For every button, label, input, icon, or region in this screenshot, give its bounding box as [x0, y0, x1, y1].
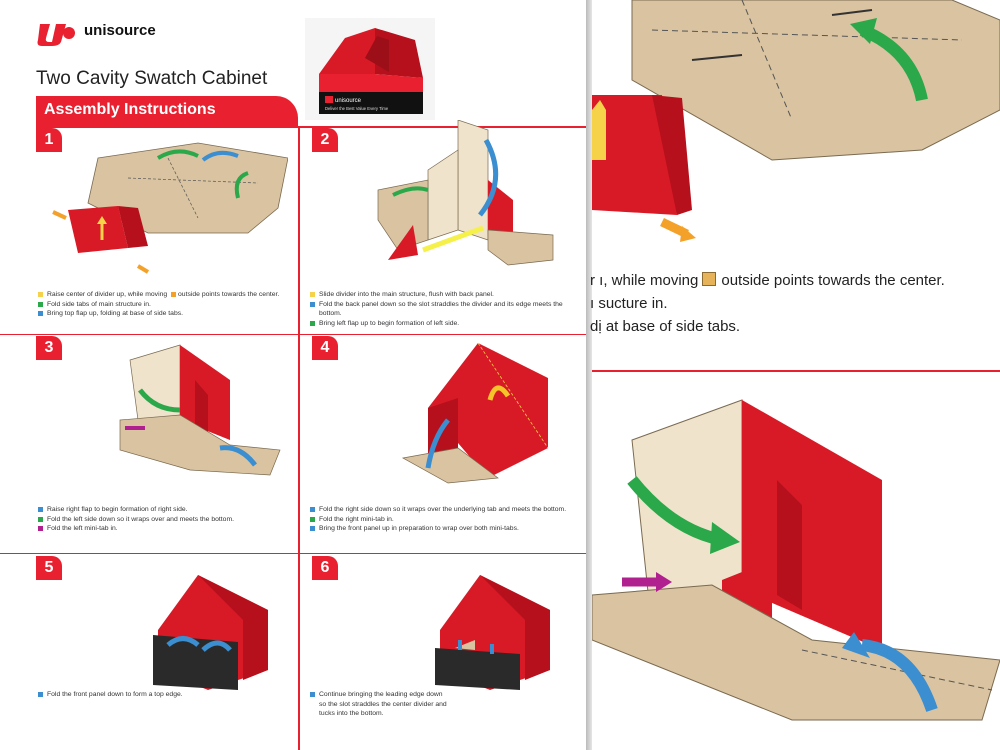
- step-4-number: 4: [312, 336, 338, 360]
- divider-rule: [36, 126, 588, 128]
- instruction-item: Continue bringing the leading edge down …: [310, 690, 450, 719]
- instruction-item: Bring top flap up, folding at base of si…: [38, 309, 293, 319]
- step-6-illustration: [435, 575, 550, 690]
- instruction-item: Bring left flap up to begin formation of…: [310, 319, 582, 329]
- section-title: Assembly Instructions: [44, 101, 216, 118]
- step-3-number: 3: [36, 336, 62, 360]
- bullet-icon: [310, 692, 315, 697]
- step-5-number: 5: [36, 556, 62, 580]
- row-divider: [0, 553, 588, 554]
- bullet-icon: [310, 320, 315, 326]
- bullet-icon: [38, 301, 43, 307]
- instruction-item: Fold the left mini-tab in.: [38, 524, 293, 534]
- instruction-item: Fold the left side down so it wraps over…: [38, 515, 293, 525]
- step-5-illustration: [153, 575, 268, 690]
- page-title: Two Cavity Swatch Cabinet: [36, 68, 268, 89]
- step-1-illustration: [52, 142, 288, 274]
- book-gutter: [586, 0, 594, 750]
- bullet-icon: [38, 311, 43, 316]
- bullet-icon: [38, 507, 43, 512]
- bullet-icon: [38, 292, 43, 297]
- step-1-number: 1: [36, 128, 62, 152]
- instruction-item: Fold the back panel down so the slot str…: [310, 300, 582, 319]
- unisource-logo: [37, 24, 75, 46]
- step-6-number: 6: [312, 556, 338, 580]
- bullet-icon: [38, 516, 43, 522]
- step-1-instructions: Raise center of divider up, while moving…: [38, 290, 293, 319]
- zoom-instruction-line: ı sucture in.: [590, 295, 668, 312]
- bullet-icon: [38, 692, 43, 697]
- brand-name: unisource: [84, 22, 156, 39]
- bullet-icon: [310, 507, 315, 512]
- column-divider: [298, 128, 300, 750]
- step-3-instructions: Raise right flap to begin formation of r…: [38, 505, 293, 534]
- orange-square-icon: [702, 272, 717, 286]
- step-2-instructions: Slide divider into the main structure, f…: [310, 290, 582, 328]
- step-4-instructions: Fold the right side down so it wraps ove…: [310, 505, 582, 534]
- step-2-number: 2: [312, 128, 338, 152]
- step-2-illustration: [377, 120, 554, 266]
- row-divider: [0, 334, 588, 335]
- product-photo: unisource Deliver the Best Value Every T…: [305, 18, 435, 120]
- bullet-icon: [171, 292, 177, 297]
- section-header-bar: [36, 96, 298, 126]
- bullet-icon: [310, 516, 315, 522]
- instruction-item: Fold the right side down so it wraps ove…: [310, 505, 582, 515]
- instruction-item: Fold side tabs of main structure in.: [38, 300, 293, 310]
- bullet-icon: [310, 292, 315, 297]
- step-6-instructions: Continue bringing the leading edge down …: [310, 690, 450, 719]
- row-divider: [592, 370, 1000, 372]
- zoomed-step-3-illustration: [592, 399, 1000, 721]
- left-page: unisource Two Cavity Swatch Cabinet unis…: [0, 0, 588, 750]
- zoom-instruction-line: dị at base of side tabs.: [590, 318, 741, 335]
- instruction-item: Bring the front panel up in preparation …: [310, 524, 582, 534]
- step-3-illustration: [119, 344, 281, 476]
- bullet-icon: [310, 526, 315, 531]
- instruction-item: Slide divider into the main structure, f…: [310, 290, 582, 300]
- instruction-item: Fold the right mini-tab in.: [310, 515, 582, 525]
- instruction-item: Fold the front panel down to form a top …: [38, 690, 293, 700]
- step-5-instructions: Fold the front panel down to form a top …: [38, 690, 293, 700]
- zoomed-step-1-illustration: [592, 0, 1000, 242]
- step-4-illustration: [401, 342, 549, 484]
- instruction-item: Raise right flap to begin formation of r…: [38, 505, 293, 515]
- svg-text:Deliver the Best Value Every T: Deliver the Best Value Every Time: [325, 106, 389, 111]
- svg-text:unisource: unisource: [335, 98, 362, 104]
- instruction-item: Raise center of divider up, while moving…: [38, 290, 293, 300]
- bullet-icon: [38, 526, 43, 531]
- bullet-icon: [310, 301, 315, 307]
